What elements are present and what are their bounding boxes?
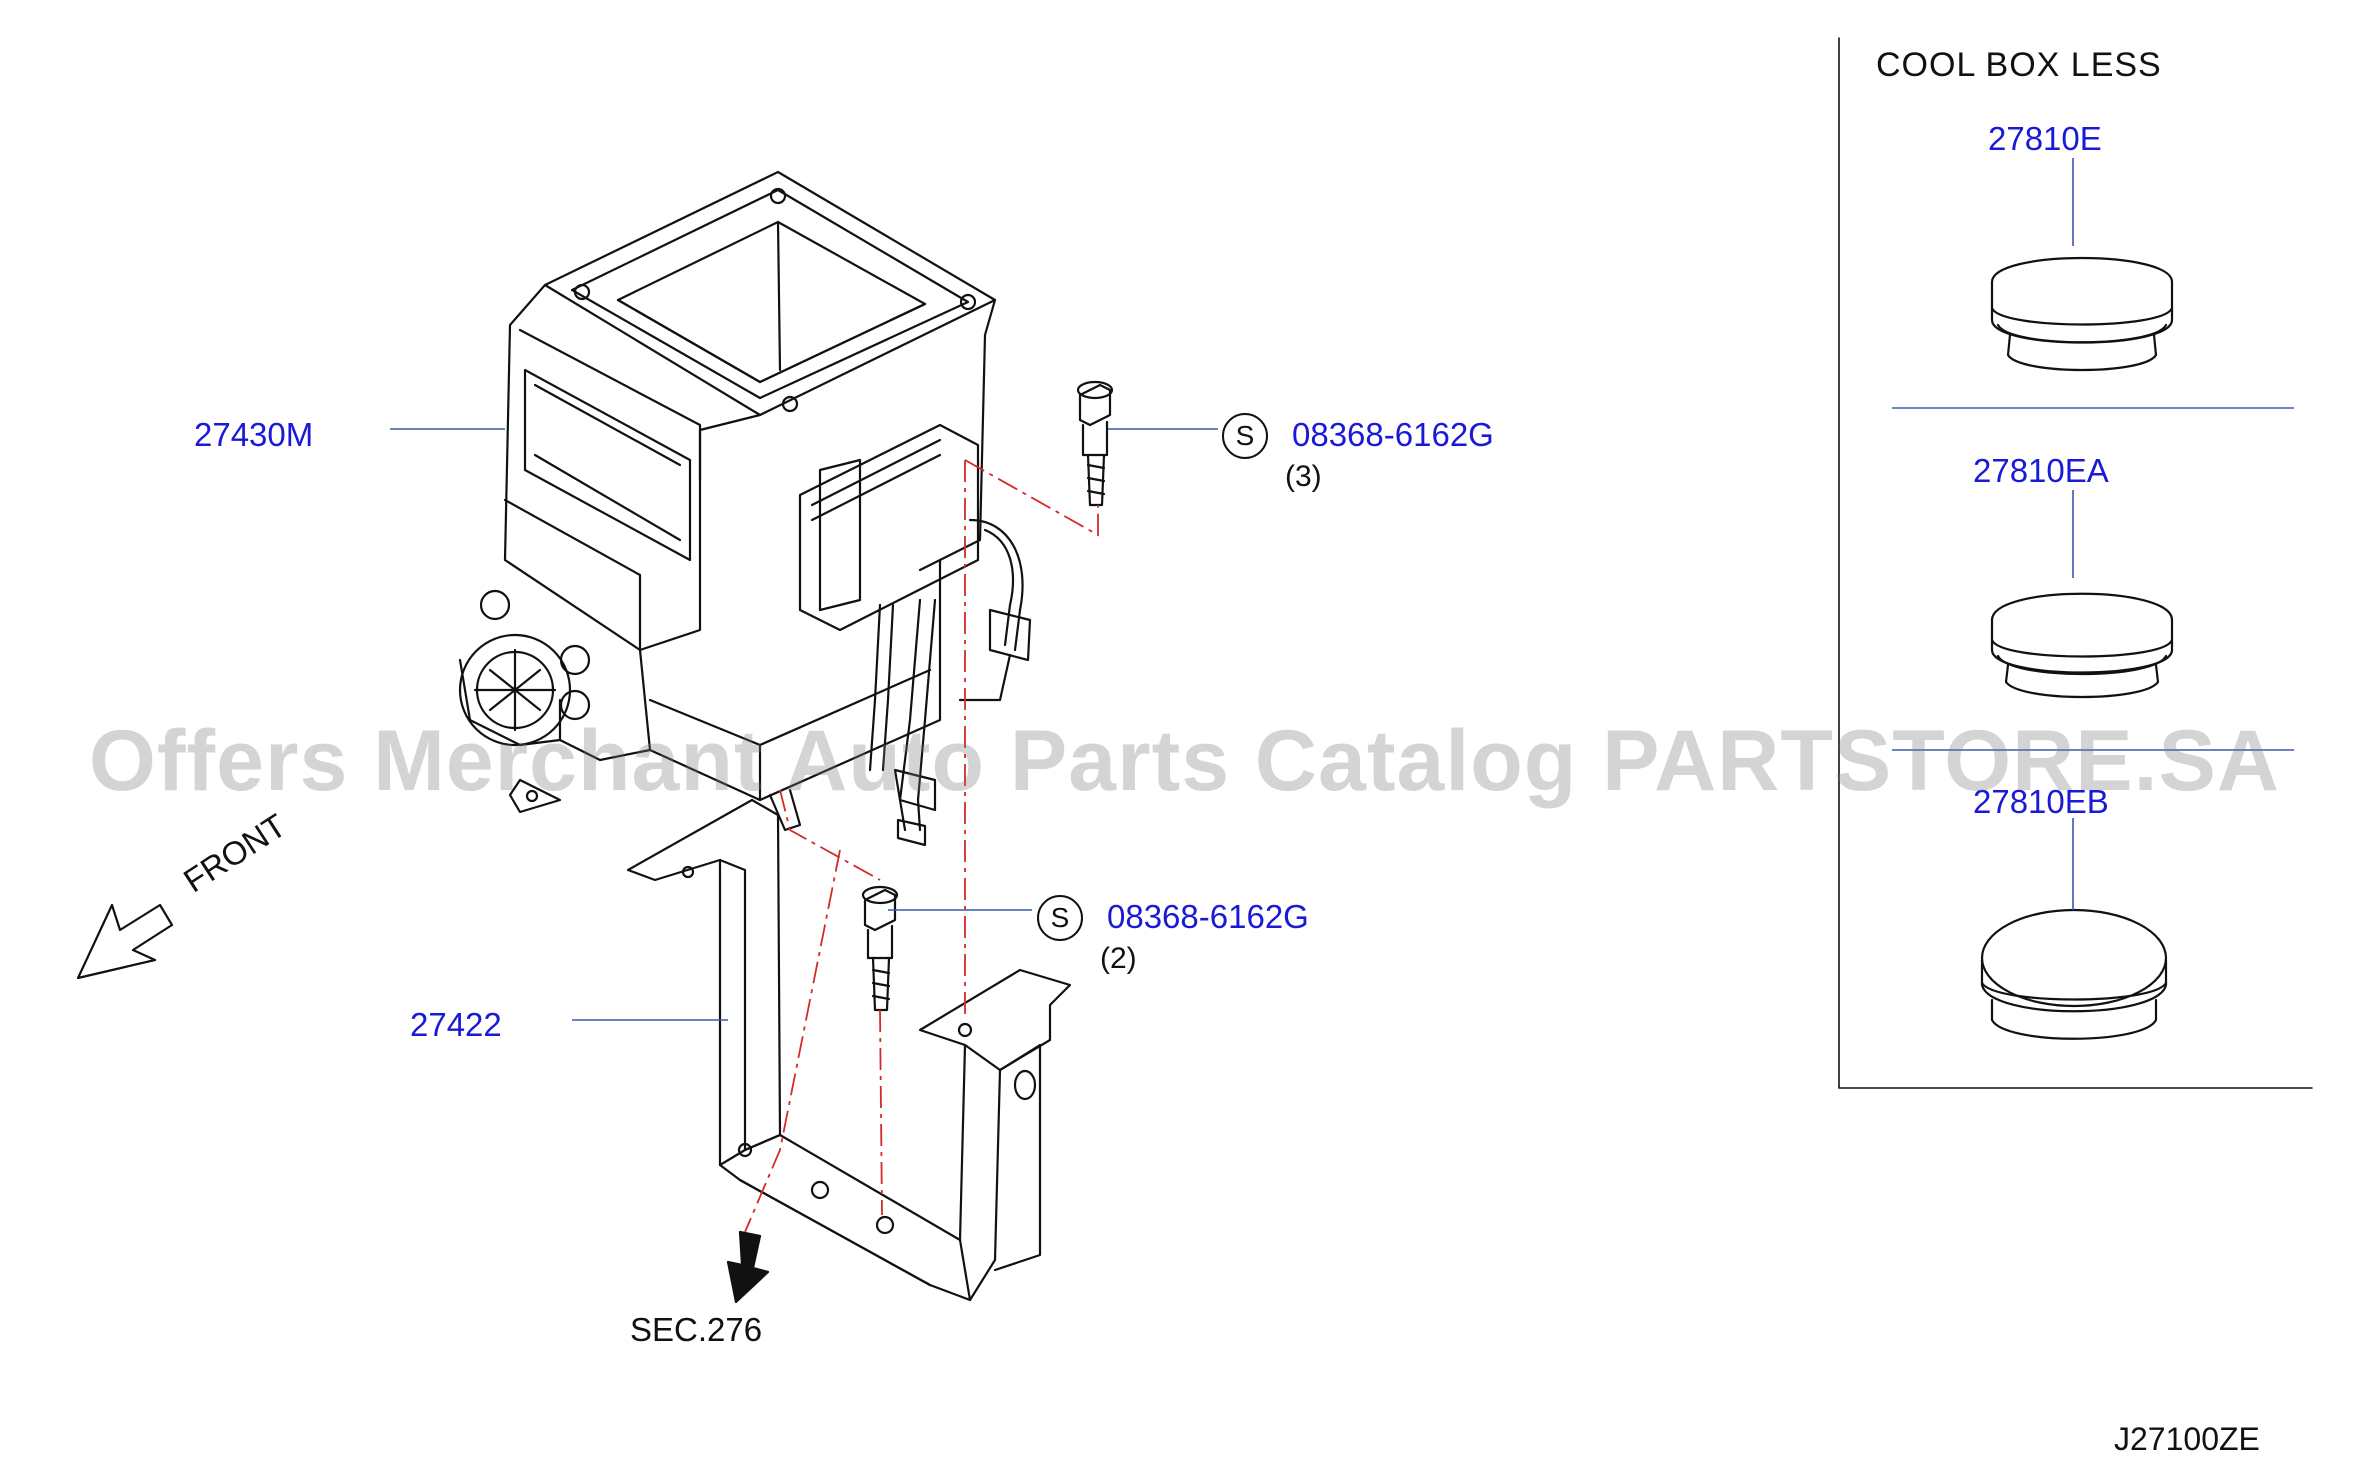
part-link-27810eb[interactable]: 27810EB xyxy=(1973,783,2109,820)
sec-arrow-icon xyxy=(726,1230,770,1304)
plug-27810e-drawing xyxy=(1990,256,2174,372)
bolt-upper-symbol: S xyxy=(1222,413,1268,459)
plug-27810ea-drawing xyxy=(1990,592,2174,699)
part-link-27810ea[interactable]: 27810EA xyxy=(1973,452,2109,489)
bolt-upper-drawing xyxy=(1076,380,1114,507)
assembly-lines xyxy=(744,459,1099,1233)
front-arrow-icon xyxy=(76,903,174,980)
plug-27810eb-drawing xyxy=(1980,908,2168,1040)
panel-title: COOL BOX LESS xyxy=(1876,46,2162,84)
part-link-27422[interactable]: 27422 xyxy=(410,1006,502,1043)
bolt-lower-drawing xyxy=(861,885,899,1012)
part-link-27430m[interactable]: 27430M xyxy=(194,416,314,453)
leader-lines xyxy=(390,158,2074,1021)
section-reference: SEC.276 xyxy=(630,1311,763,1348)
bolt-upper-qty: (3) xyxy=(1285,460,1322,493)
part-link-bolt-lower[interactable]: 08368-6162G xyxy=(1107,898,1309,935)
bolt-lower-symbol: S xyxy=(1037,895,1083,941)
part-link-bolt-upper[interactable]: 08368-6162G xyxy=(1292,416,1494,453)
bolt-lower-qty: (2) xyxy=(1100,942,1137,975)
blower-unit-drawing xyxy=(458,170,1032,847)
watermark: Offers Merchant Auto Parts Catalog PARTS… xyxy=(89,713,2280,809)
bracket-drawing xyxy=(626,798,1072,1302)
part-link-27810e[interactable]: 27810E xyxy=(1988,120,2102,157)
drawing-code: J27100ZE xyxy=(2114,1421,2260,1457)
